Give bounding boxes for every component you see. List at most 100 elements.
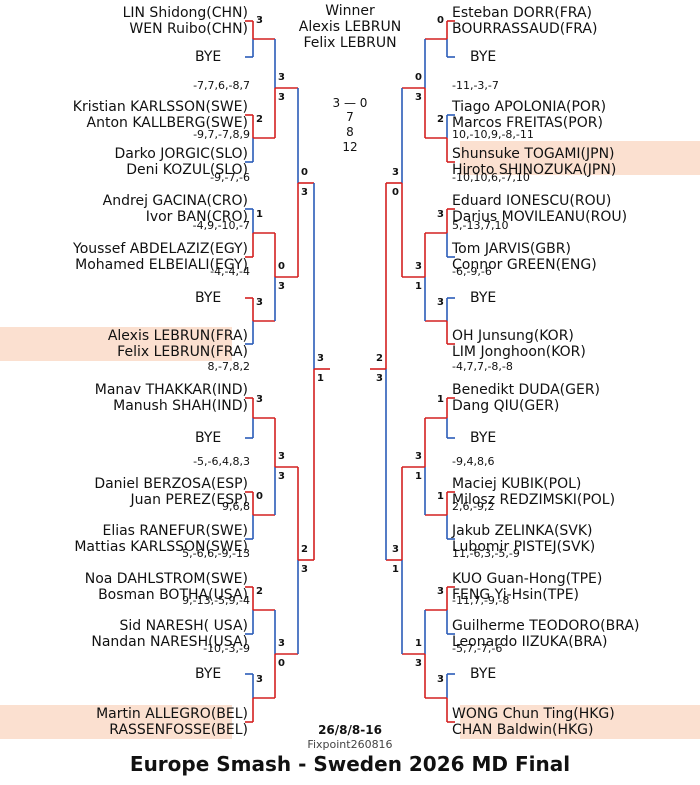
final-stat: 3 — 0 (332, 96, 368, 110)
player-name: Guilherme TEODORO(BRA) (452, 618, 640, 634)
player-name: Jakub ZELINKA(SVK) (452, 523, 593, 539)
games-won: 0 (392, 187, 399, 198)
player-name: Tom JARVIS(GBR) (452, 241, 571, 257)
bye-slot: BYE (470, 430, 497, 446)
winner-label: Winner (325, 3, 375, 19)
player-name: Daniel BERZOSA(ESP) (94, 476, 248, 492)
match-score: 11,-6,3,-5,-9 (452, 547, 520, 560)
player-name: OH Junsung(KOR) (452, 328, 574, 344)
bye-slot: BYE (195, 290, 222, 306)
player-name: Alexis LEBRUN(FRA) (107, 328, 248, 344)
games-won: 3 (437, 209, 444, 220)
page-title: Europe Smash - Sweden 2026 MD Final (129, 752, 571, 776)
games-won: 0 (301, 167, 308, 178)
games-won: 3 (376, 373, 383, 384)
player-name: WEN Ruibo(CHN) (129, 21, 248, 37)
games-won: 0 (415, 72, 422, 83)
match-score: -10,-3,-9 (203, 642, 250, 655)
player-name: Eduard IONESCU(ROU) (452, 193, 612, 209)
match-score: 9,-13,-5,9,-4 (182, 594, 250, 607)
player-name: Juan PEREZ(ESP) (130, 492, 248, 508)
games-won: 1 (392, 564, 399, 575)
player-name: WONG Chun Ting(HKG) (452, 706, 615, 722)
bye-slot: BYE (195, 430, 222, 446)
games-won: 3 (415, 451, 422, 462)
games-won: 2 (301, 544, 308, 555)
games-won: 3 (256, 674, 263, 685)
player-name: Leonardo IIZUKA(BRA) (452, 634, 608, 650)
games-won: 1 (415, 638, 422, 649)
match-score: 2,6,-9,2 (452, 500, 495, 513)
winner-highlight-left (0, 327, 232, 361)
bye-slot: BYE (195, 666, 222, 682)
player-name: Darko JORGIC(SLO) (114, 146, 249, 162)
bye-slot: BYE (470, 290, 497, 306)
player-name: Benedikt DUDA(GER) (452, 382, 601, 398)
player-name: Kristian KARLSSON(SWE) (72, 99, 248, 115)
bye-slot: BYE (470, 49, 497, 65)
games-won: 2 (256, 114, 263, 125)
games-won: 3 (317, 353, 324, 364)
games-won: 3 (437, 297, 444, 308)
match-score: -4,7,7,-8,-8 (452, 360, 513, 373)
player-name: RASSENFOSSE(BEL) (109, 722, 248, 738)
games-won: 1 (317, 373, 324, 384)
player-name: Shunsuke TOGAMI(JPN) (452, 146, 615, 162)
player-name: Mohamed ELBEIALI(EGY) (75, 257, 248, 273)
player-name: FENG Yi-Hsin(TPE) (452, 587, 580, 603)
match-score: -6,-9,-6 (452, 265, 492, 278)
games-won: 3 (415, 658, 422, 669)
games-won: 3 (415, 261, 422, 272)
games-won: 3 (278, 281, 285, 292)
player-name: Manav THAKKAR(IND) (94, 382, 248, 398)
match-score: -5,-6,4,8,3 (193, 455, 250, 468)
player-name: Bosman BOTHA(USA) (98, 587, 248, 603)
games-won: 0 (256, 491, 263, 502)
match-score: -10,10,6,-7,10 (452, 171, 530, 184)
games-won: 3 (256, 394, 263, 405)
match-score: 5,-6,6,-9,-13 (182, 547, 250, 560)
match-score: -11,7,-9,-8 (452, 594, 510, 607)
player-name: Mattias KARLSSON(SWE) (74, 539, 248, 555)
match-score: 8,-7,8,2 (207, 360, 250, 373)
player-name: Tiago APOLONIA(POR) (452, 99, 607, 115)
player-name: LIN Shidong(CHN) (122, 5, 248, 21)
games-won: 3 (392, 167, 399, 178)
player-name: Hiroto SHINOZUKA(JPN) (452, 162, 617, 178)
player-name: Anton KALLBERG(SWE) (86, 115, 248, 131)
player-name: Felix LEBRUN(FRA) (117, 344, 248, 360)
player-name: Lubomir PISTEJ(SVK) (452, 539, 596, 555)
games-won: 2 (437, 114, 444, 125)
player-name: Noa DAHLSTROM(SWE) (84, 571, 248, 587)
player-name: CHAN Baldwin(HKG) (452, 722, 594, 738)
games-won: 0 (278, 261, 285, 272)
match-score: 5,-13,7,10 (452, 219, 509, 232)
player-name: Deni KOZUL(SLO) (126, 162, 248, 178)
final-stat: 8 (346, 125, 354, 139)
match-score: -5,7,-7,-6 (452, 642, 503, 655)
games-won: 1 (415, 471, 422, 482)
games-won: 3 (301, 187, 308, 198)
match-score: -9,4,8,6 (452, 455, 495, 468)
match-score: -9,-7,-6 (210, 171, 250, 184)
games-won: 3 (278, 92, 285, 103)
player-name: Maciej KUBIK(POL) (452, 476, 582, 492)
games-won: 3 (415, 92, 422, 103)
player-name: Ivor BAN(CRO) (145, 209, 248, 225)
games-won: 3 (437, 586, 444, 597)
player-name: Marcos FREITAS(POR) (452, 115, 603, 131)
player-name: Darius MOVILEANU(ROU) (452, 209, 628, 225)
games-won: 3 (301, 564, 308, 575)
games-won: 0 (437, 15, 444, 26)
games-won: 3 (278, 471, 285, 482)
player-name: Dang QIU(GER) (452, 398, 560, 414)
games-won: 1 (256, 209, 263, 220)
final-stat: 7 (346, 110, 354, 124)
games-won: 1 (415, 281, 422, 292)
winner-name-2: Felix LEBRUN (303, 35, 397, 51)
match-score: -7,7,6,-8,7 (193, 79, 250, 92)
match-score: -11,-3,-7 (452, 79, 499, 92)
games-won: 1 (437, 491, 444, 502)
